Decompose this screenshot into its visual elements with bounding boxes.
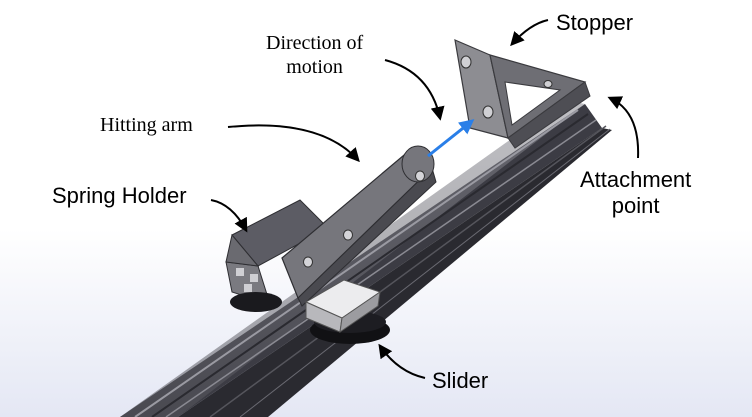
direction-label-line2: motion xyxy=(286,55,343,78)
stopper-part xyxy=(454,39,591,149)
stopper-label: Stopper xyxy=(556,10,634,35)
attachment-label-line1: Attachment xyxy=(580,167,692,192)
slider-part xyxy=(304,279,390,344)
slider-label: Slider xyxy=(432,368,489,393)
spring-holder-label: Spring Holder xyxy=(52,183,187,208)
rail xyxy=(120,100,612,417)
spring-holder-part xyxy=(225,199,329,312)
spring-holder-callout-arrow xyxy=(210,199,248,233)
attachment-callout-arrow xyxy=(607,96,640,159)
slider-callout-arrow xyxy=(378,343,426,379)
direction-of-motion-label: Direction of motion xyxy=(266,32,363,79)
stopper-callout-arrow xyxy=(510,19,549,47)
direction-label-line1: Direction of xyxy=(266,32,364,54)
hitting-arm-part xyxy=(281,145,437,307)
hitting-arm-callout-arrow xyxy=(227,124,360,163)
attachment-point-label: Attachment point xyxy=(580,167,691,219)
direction-arrow xyxy=(427,119,475,158)
direction-callout-arrow xyxy=(384,59,445,121)
attachment-label-line2: point xyxy=(611,192,660,218)
hitting-arm-label: Hitting arm xyxy=(100,114,193,136)
